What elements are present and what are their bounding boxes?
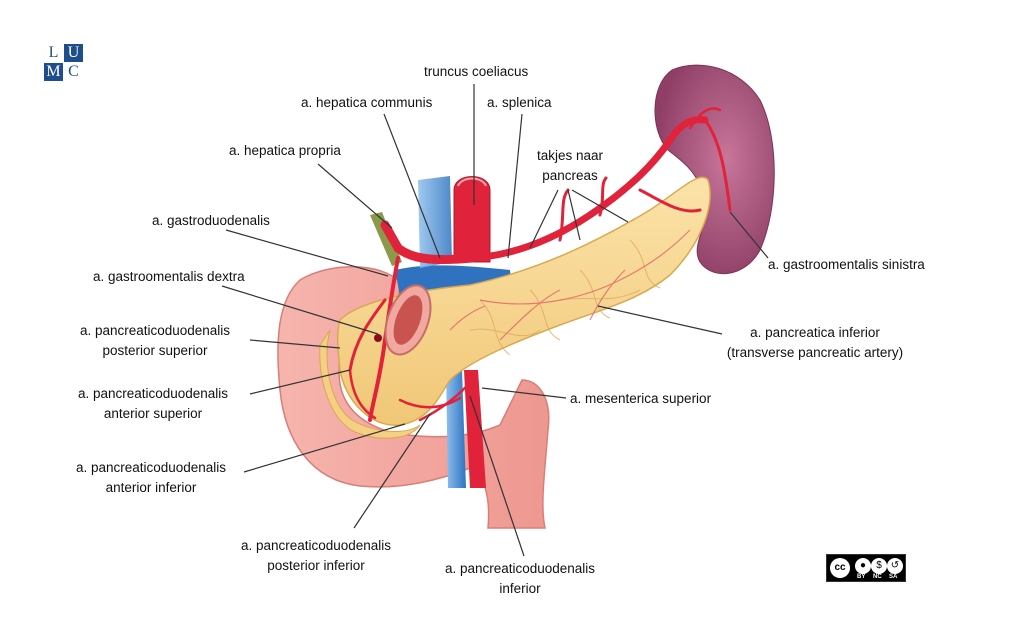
- pancreas: [336, 176, 711, 426]
- label-splenica: a. splenica: [487, 95, 552, 110]
- label-pd-ant-sup-line1: a. pancreaticoduodenalis: [77, 386, 229, 401]
- no-dollar-icon: $: [871, 558, 887, 574]
- arterial-tree: [348, 107, 732, 422]
- hepatic-portal-branch: [418, 176, 452, 268]
- label-pd-anterior-inferior: a. pancreaticoduodenalis anterior inferi…: [56, 458, 246, 498]
- leader-lines: [221, 84, 769, 557]
- label-pd-posterior-superior: a. pancreaticoduodenalis posterior super…: [60, 321, 250, 361]
- aorta: [453, 176, 491, 263]
- label-pd-post-sup-line2: posterior superior: [102, 343, 208, 358]
- label-pd-posterior-inferior: a. pancreaticoduodenalis posterior infer…: [221, 536, 411, 576]
- logo-letter-m: M: [44, 63, 63, 81]
- duodenum-lumen: [393, 295, 423, 345]
- artery-cross-section: [374, 334, 382, 342]
- logo-letter-u: U: [64, 44, 83, 62]
- label-pd-post-inf-line2: posterior inferior: [267, 558, 365, 573]
- pancreatic-head-lobules: [319, 329, 421, 439]
- label-pd-ant-inf-line1: a. pancreaticoduodenalis: [75, 460, 227, 475]
- cc-sa-text: SA: [889, 574, 898, 580]
- superior-mesenteric-artery: [464, 370, 486, 488]
- label-mesenterica-superior: a. mesenterica superior: [570, 391, 712, 406]
- bile-duct: [370, 212, 402, 266]
- label-pancreatica-inf-line1: a. pancreatica inferior: [750, 325, 880, 340]
- label-gastroduodenalis: a. gastroduodenalis: [152, 213, 270, 228]
- person-icon: ●: [855, 558, 871, 574]
- logo-letter-l: L: [44, 44, 63, 62]
- share-alike-icon: ↺: [887, 558, 903, 574]
- label-gastroomentalis-sinistra: a. gastroomentalis sinistra: [768, 257, 925, 272]
- label-pd-inferior: a. pancreaticoduodenalis inferior: [425, 559, 615, 599]
- lumc-logo: L U M C: [44, 44, 84, 82]
- cc-icon: cc: [830, 558, 850, 578]
- label-truncus-coeliacus: truncus coeliacus: [424, 64, 529, 79]
- label-gastroomentalis-dextra: a. gastroomentalis dextra: [93, 269, 245, 284]
- label-pd-ant-sup-line2: anterior superior: [103, 406, 203, 421]
- label-takjes-line1: takjes naar: [536, 148, 604, 163]
- aorta-highlight: [457, 177, 487, 187]
- label-takjes-naar-pancreas: takjes naar pancreas: [520, 146, 620, 186]
- spleen: [654, 64, 775, 275]
- label-hepatica-communis: a. hepatica communis: [301, 95, 433, 110]
- cc-license-badge[interactable]: cc ● $ ↺ BY NC SA: [826, 554, 906, 582]
- label-pd-inf-line1: a. pancreaticoduodenalis: [444, 561, 596, 576]
- label-pd-anterior-superior: a. pancreaticoduodenalis anterior superi…: [58, 384, 248, 424]
- label-hepatica-propria: a. hepatica propria: [229, 143, 341, 158]
- superior-mesenteric-vein: [446, 370, 466, 488]
- pancreatic-branches: [449, 229, 691, 341]
- label-pancreatica-inferior: a. pancreatica inferior (transverse panc…: [705, 323, 925, 363]
- label-pd-post-sup-line1: a. pancreaticoduodenalis: [79, 323, 231, 338]
- label-pd-inf-line2: inferior: [499, 581, 541, 596]
- label-takjes-line2: pancreas: [542, 168, 598, 183]
- label-pancreatica-inf-line2: (transverse pancreatic artery): [726, 345, 904, 360]
- logo-letter-c: C: [64, 63, 83, 81]
- cc-nc-text: NC: [873, 574, 882, 580]
- cc-by-text: BY: [857, 574, 866, 580]
- label-pd-ant-inf-line2: anterior inferior: [105, 480, 197, 495]
- label-pd-post-inf-line1: a. pancreaticoduodenalis: [240, 538, 392, 553]
